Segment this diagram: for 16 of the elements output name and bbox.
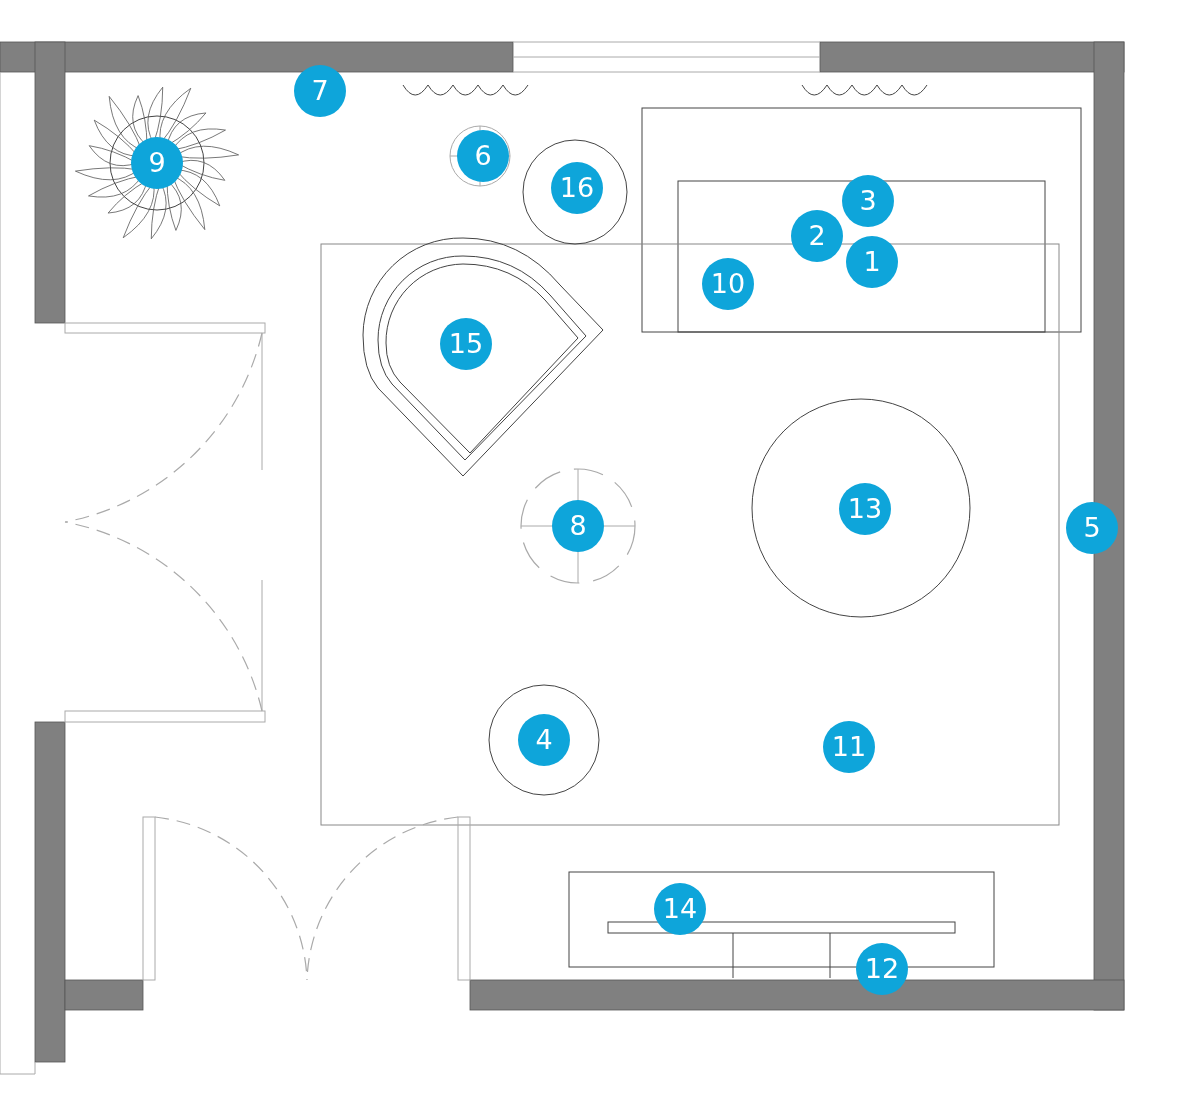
callout-number: 10 (702, 258, 754, 310)
callout-number: 2 (791, 210, 843, 262)
callout-number: 6 (457, 130, 509, 182)
callout-number: 15 (440, 318, 492, 370)
callout-number: 3 (842, 175, 894, 227)
callout-number: 4 (518, 714, 570, 766)
callout-number: 7 (294, 65, 346, 117)
callout-number: 12 (856, 943, 908, 995)
callout-number: 5 (1066, 502, 1118, 554)
callout-number: 9 (131, 137, 183, 189)
callout-number: 8 (552, 500, 604, 552)
callout-number: 16 (551, 162, 603, 214)
callout-number: 11 (823, 721, 875, 773)
callout-number: 13 (839, 483, 891, 535)
callout-number: 1 (846, 236, 898, 288)
callout-number: 14 (654, 883, 706, 935)
